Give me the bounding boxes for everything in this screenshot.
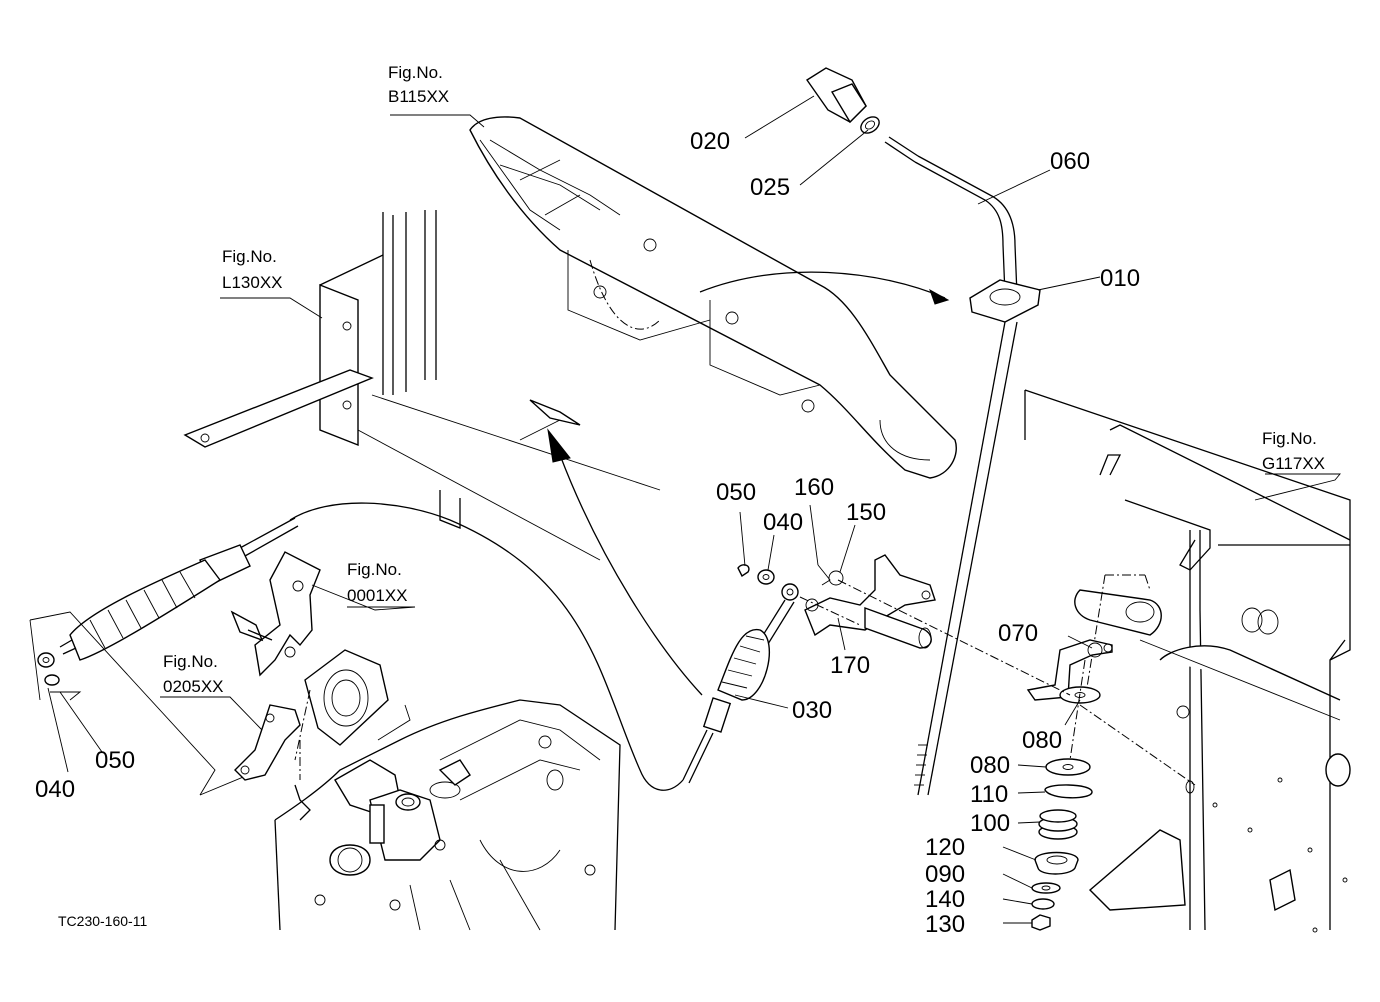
label-100: 100 bbox=[970, 810, 1010, 837]
part-number-labels: 020 025 060 010 050 160 150 040 170 030 … bbox=[35, 128, 1140, 938]
plate-0205-drawing bbox=[234, 704, 301, 781]
fig-l130-code: L130XX bbox=[222, 273, 283, 292]
label-025: 025 bbox=[750, 174, 790, 201]
label-040-upper: 040 bbox=[763, 509, 803, 536]
label-110: 110 bbox=[970, 781, 1008, 808]
fig-l130-caption: Fig.No. bbox=[222, 247, 277, 266]
label-020: 020 bbox=[690, 128, 730, 155]
routing-arrow bbox=[547, 428, 703, 696]
leader-lines bbox=[47, 95, 1341, 924]
fig-0205-code: 0205XX bbox=[163, 677, 224, 696]
fig-0001-code: 0001XX bbox=[347, 586, 408, 605]
label-170: 170 bbox=[830, 652, 870, 679]
label-030: 030 bbox=[792, 697, 832, 724]
label-080-lower: 080 bbox=[970, 752, 1010, 779]
left-cable-drawing bbox=[29, 517, 299, 796]
figure-references: Fig.No. B115XX Fig.No. L130XX Fig.No. G1… bbox=[163, 63, 1325, 696]
fig-g117-caption: Fig.No. bbox=[1262, 429, 1317, 448]
label-120: 120 bbox=[925, 834, 965, 861]
fig-b115-code: B115XX bbox=[388, 87, 449, 106]
label-050-upper: 050 bbox=[716, 479, 756, 506]
bracket-and-clips-drawing bbox=[737, 554, 936, 649]
cover-b115-drawing bbox=[469, 116, 957, 479]
label-150: 150 bbox=[846, 499, 886, 526]
label-010: 010 bbox=[1100, 265, 1140, 292]
label-080-upper: 080 bbox=[1022, 727, 1062, 754]
label-140: 140 bbox=[925, 886, 965, 913]
bracket-0001-drawing bbox=[230, 551, 321, 677]
housing-drawing bbox=[274, 649, 621, 931]
label-060: 060 bbox=[1050, 148, 1090, 175]
drawing-code: TC230-160-11 bbox=[58, 913, 147, 929]
lever-assembly-drawing bbox=[806, 67, 1041, 796]
label-130: 130 bbox=[925, 911, 965, 938]
label-050-lower: 050 bbox=[95, 747, 135, 774]
frame-l130-drawing bbox=[183, 210, 661, 561]
label-070: 070 bbox=[998, 620, 1038, 647]
fig-b115-caption: Fig.No. bbox=[388, 63, 443, 82]
link-and-hardware-drawing bbox=[1026, 639, 1113, 931]
cable-030-drawing bbox=[289, 502, 799, 791]
frame-g117-drawing bbox=[1024, 389, 1351, 933]
alignment-lines bbox=[799, 579, 1071, 696]
fig-g117-code: G117XX bbox=[1262, 454, 1325, 473]
label-040-lower: 040 bbox=[35, 776, 75, 803]
fig-0205-caption: Fig.No. bbox=[163, 652, 218, 671]
label-160: 160 bbox=[794, 474, 834, 501]
fig-0001-caption: Fig.No. bbox=[347, 560, 402, 579]
label-090: 090 bbox=[925, 861, 965, 888]
